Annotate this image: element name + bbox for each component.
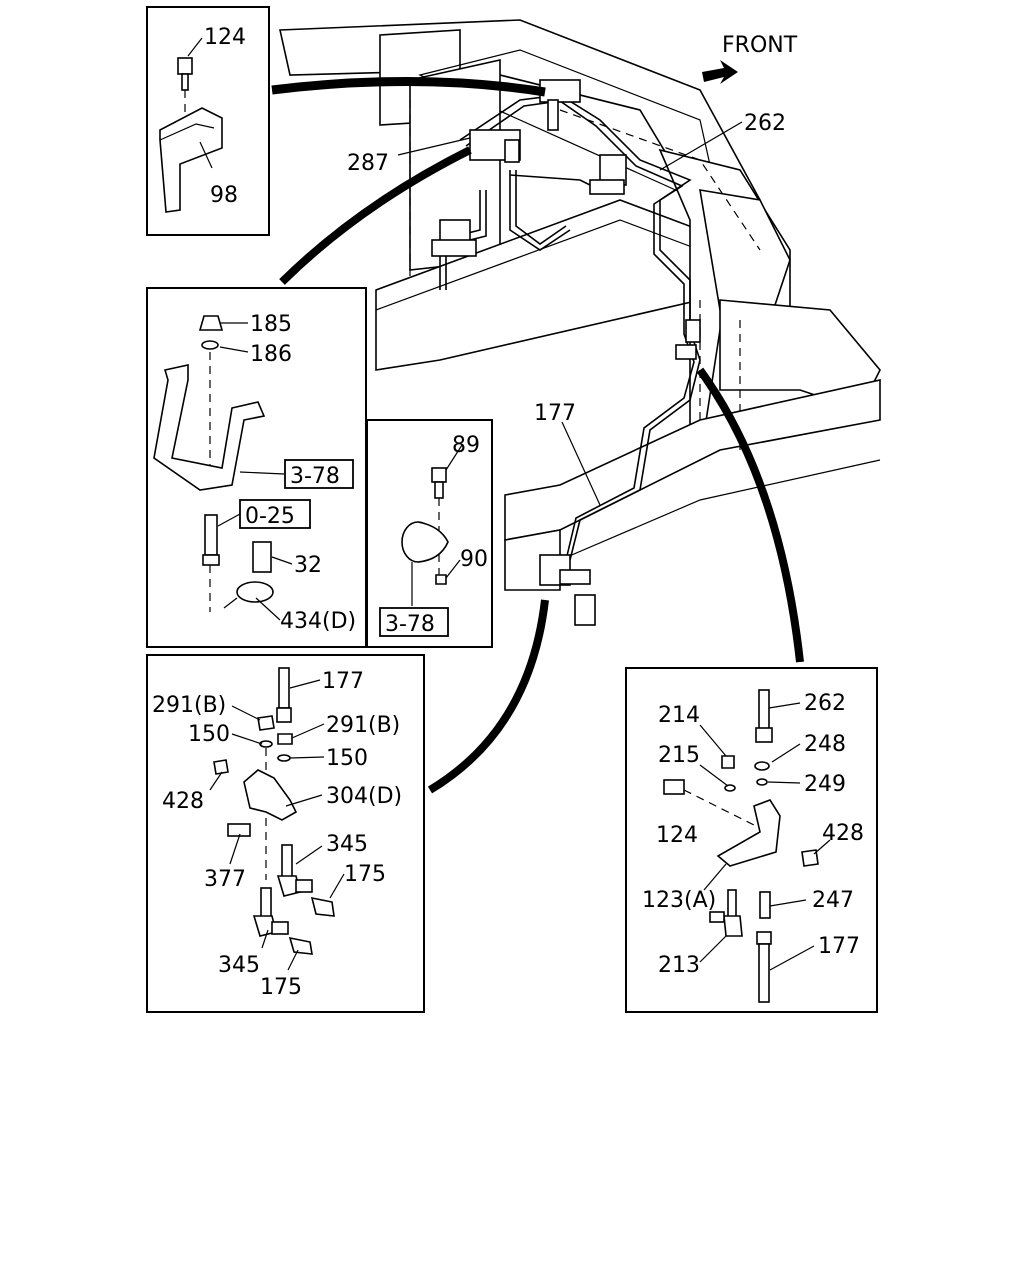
callout-213: 213 bbox=[658, 953, 700, 978]
callout-428-right: 428 bbox=[822, 821, 864, 846]
callout-287: 287 bbox=[347, 151, 389, 176]
ref-label-0-25: 0-25 bbox=[245, 504, 295, 529]
detail-panel-bracket-124 bbox=[146, 6, 270, 236]
ref-box-3-78-a bbox=[284, 459, 354, 489]
frame-assembly bbox=[279, 19, 881, 626]
callout-304d: 304(D) bbox=[326, 784, 402, 809]
callout-185: 185 bbox=[250, 312, 292, 337]
callout-434d: 434(D) bbox=[280, 609, 356, 634]
callout-90: 90 bbox=[460, 547, 488, 572]
callout-345-lower: 345 bbox=[218, 953, 260, 978]
detail-panel-bracket-185 bbox=[146, 287, 367, 648]
callout-345-upper: 345 bbox=[326, 832, 368, 857]
callout-291b-right: 291(B) bbox=[326, 713, 400, 738]
callout-377: 377 bbox=[204, 867, 246, 892]
callout-428-left: 428 bbox=[162, 789, 204, 814]
front-label: FRONT bbox=[722, 33, 798, 58]
leader-arcs bbox=[271, 76, 804, 794]
callout-262-right: 262 bbox=[804, 691, 846, 716]
callout-123a: 123(A) bbox=[642, 888, 716, 913]
front-arrow-icon bbox=[702, 60, 738, 84]
ref-label-3-78-b: 3-78 bbox=[385, 612, 435, 637]
callout-150-left: 150 bbox=[188, 722, 230, 747]
callout-215: 215 bbox=[658, 743, 700, 768]
callout-248: 248 bbox=[804, 732, 846, 757]
ref-label-3-78-a: 3-78 bbox=[290, 464, 340, 489]
callout-291b-left: 291(B) bbox=[152, 693, 226, 718]
detail-panel-bracket-304 bbox=[146, 654, 425, 1013]
callout-249: 249 bbox=[804, 772, 846, 797]
callout-32: 32 bbox=[294, 553, 322, 578]
callout-186: 186 bbox=[250, 342, 292, 367]
callout-124-right: 124 bbox=[656, 823, 698, 848]
callout-175-lower: 175 bbox=[260, 975, 302, 1000]
ref-box-3-78-b bbox=[379, 607, 449, 637]
callout-89: 89 bbox=[452, 433, 480, 458]
callout-177-right: 177 bbox=[818, 934, 860, 959]
callout-262-main: 262 bbox=[744, 111, 786, 136]
callout-175-upper: 175 bbox=[344, 862, 386, 887]
callout-124-top: 124 bbox=[204, 25, 246, 50]
detail-panel-bracket-123 bbox=[625, 667, 878, 1013]
leader-lines bbox=[187, 37, 831, 971]
callout-labels: FRONT 124 98 287 262 185 186 3-78 0-25 3… bbox=[152, 25, 864, 1000]
callout-177-main: 177 bbox=[534, 401, 576, 426]
ref-box-0-25 bbox=[239, 499, 311, 529]
callout-150-right: 150 bbox=[326, 746, 368, 771]
callout-214: 214 bbox=[658, 703, 700, 728]
callout-177-left: 177 bbox=[322, 669, 364, 694]
callout-98: 98 bbox=[210, 183, 238, 208]
callout-247: 247 bbox=[812, 888, 854, 913]
detail-panel-clip-89 bbox=[366, 419, 493, 648]
